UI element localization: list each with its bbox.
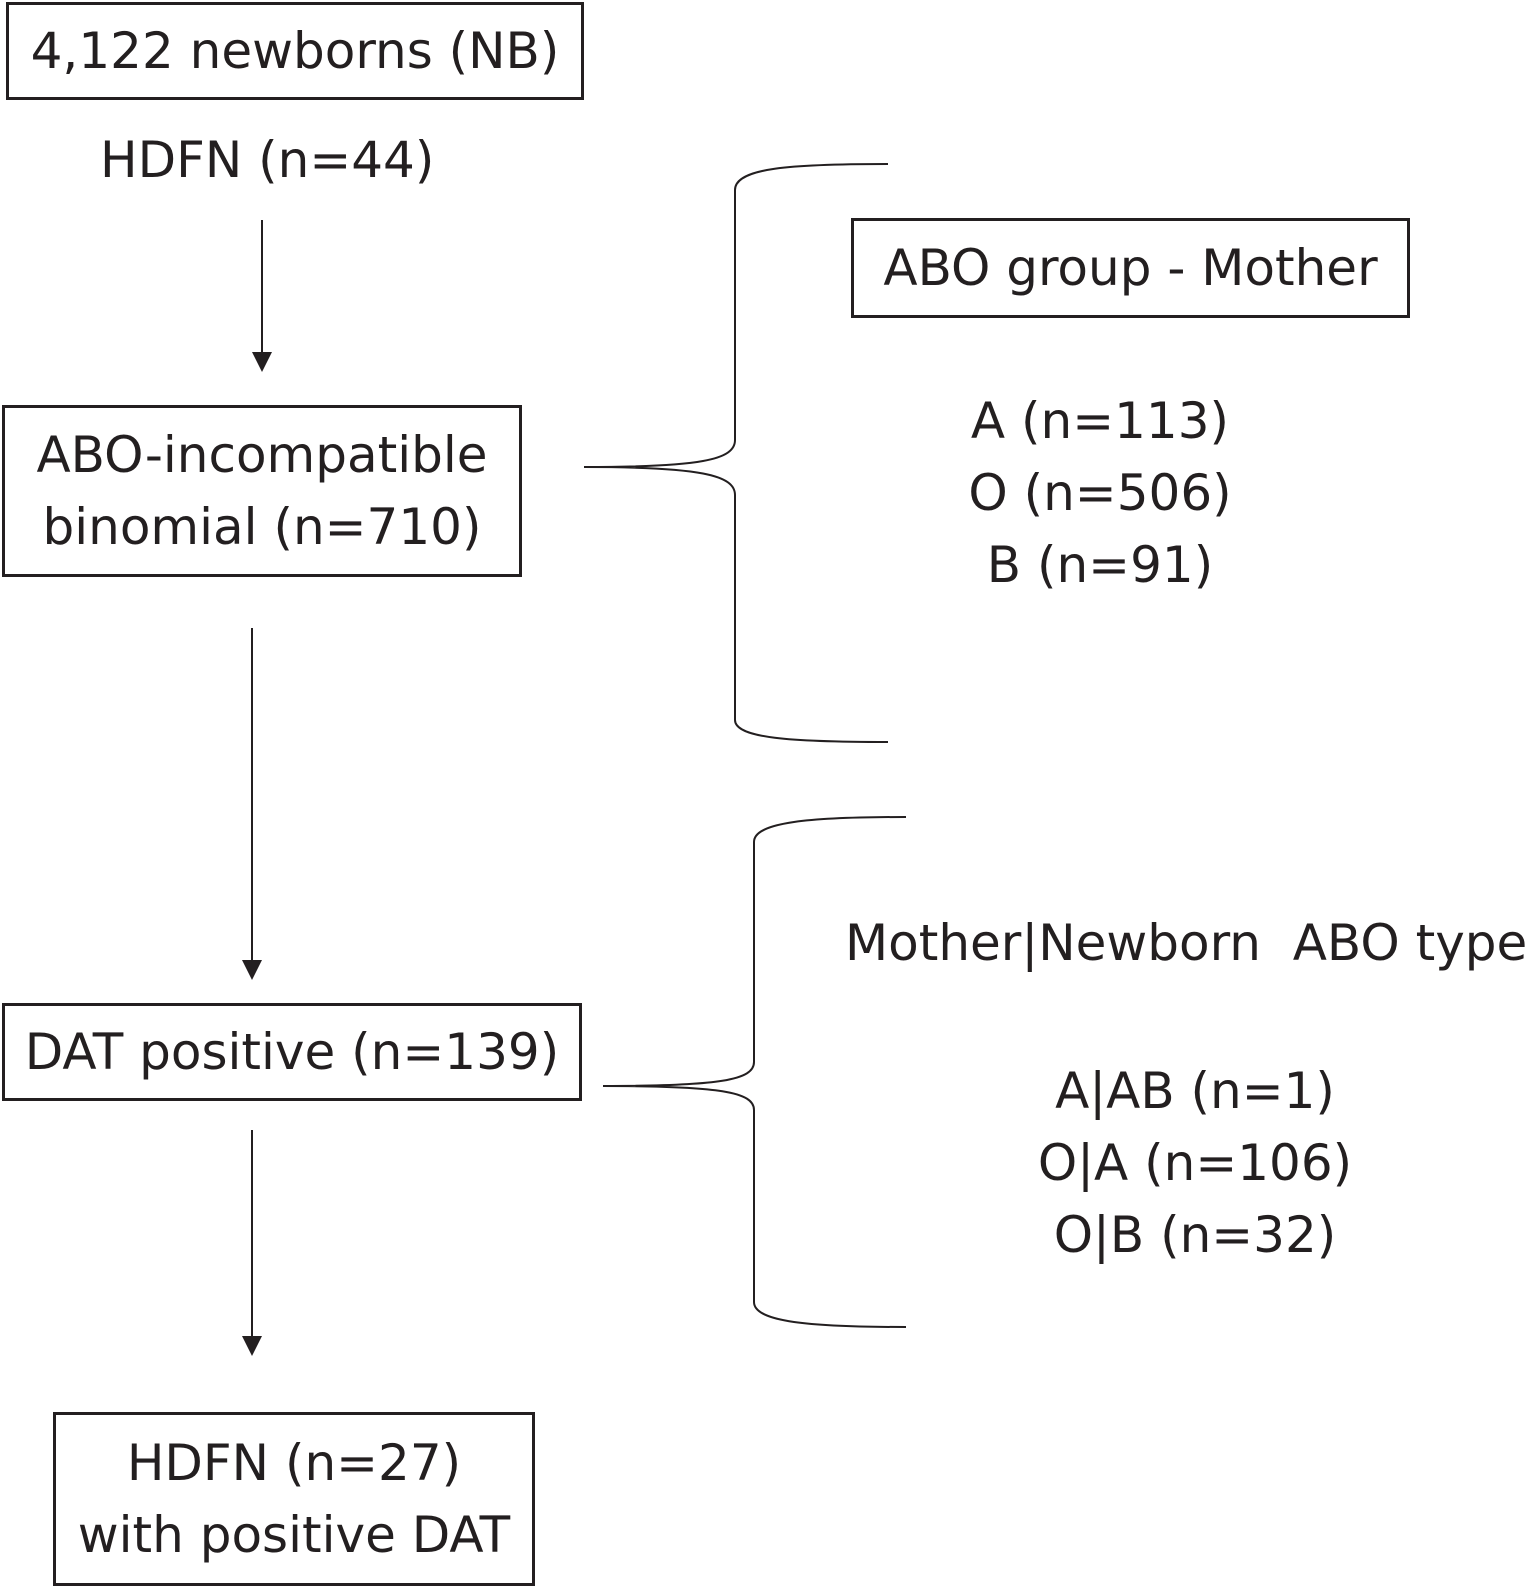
arrowhead-3 [242,1336,262,1356]
abo-mother-list: A (n=113) O (n=506) B (n=91) [920,385,1280,601]
brace-mother-newborn [602,816,907,1328]
brace-abo-mother [583,163,889,743]
mother-newborn-list: A|AB (n=1) O|A (n=106) O|B (n=32) [1000,1055,1390,1271]
mother-newborn-item-o-a: O|A (n=106) [1037,1134,1353,1192]
abo-mother-title-box: ABO group - Mother [851,218,1410,318]
dat-positive-label: DAT positive (n=139) [24,1023,560,1081]
abo-incompatible-line2: binomial (n=710) [42,498,482,556]
hdfn-final-line2: with positive DAT [77,1506,511,1564]
mother-newborn-item-o-b: O|B (n=32) [1053,1206,1337,1264]
abo-incompatible-line1: ABO-incompatible [36,426,488,484]
arrowhead-2 [242,960,262,980]
abo-mother-title: ABO group - Mother [883,239,1378,297]
abo-incompatible-box: ABO-incompatible binomial (n=710) [2,405,522,577]
mother-newborn-item-a-ab: A|AB (n=1) [1055,1062,1335,1120]
abo-mother-item-a: A (n=113) [970,392,1230,450]
abo-mother-item-b: B (n=91) [986,536,1214,594]
dat-positive-box: DAT positive (n=139) [2,1003,582,1101]
mother-newborn-title: Mother|Newborn ABO type [845,914,1528,972]
arrowhead-1 [252,352,272,372]
abo-mother-item-o: O (n=506) [968,464,1232,522]
hdfn-final-box: HDFN (n=27) with positive DAT [53,1412,535,1586]
newborns-box: 4,122 newborns (NB) [6,2,584,100]
hdfn-final-line1: HDFN (n=27) [126,1434,462,1492]
hdfn-initial-label: HDFN (n=44) [100,131,435,189]
newborns-label: 4,122 newborns (NB) [30,22,560,80]
